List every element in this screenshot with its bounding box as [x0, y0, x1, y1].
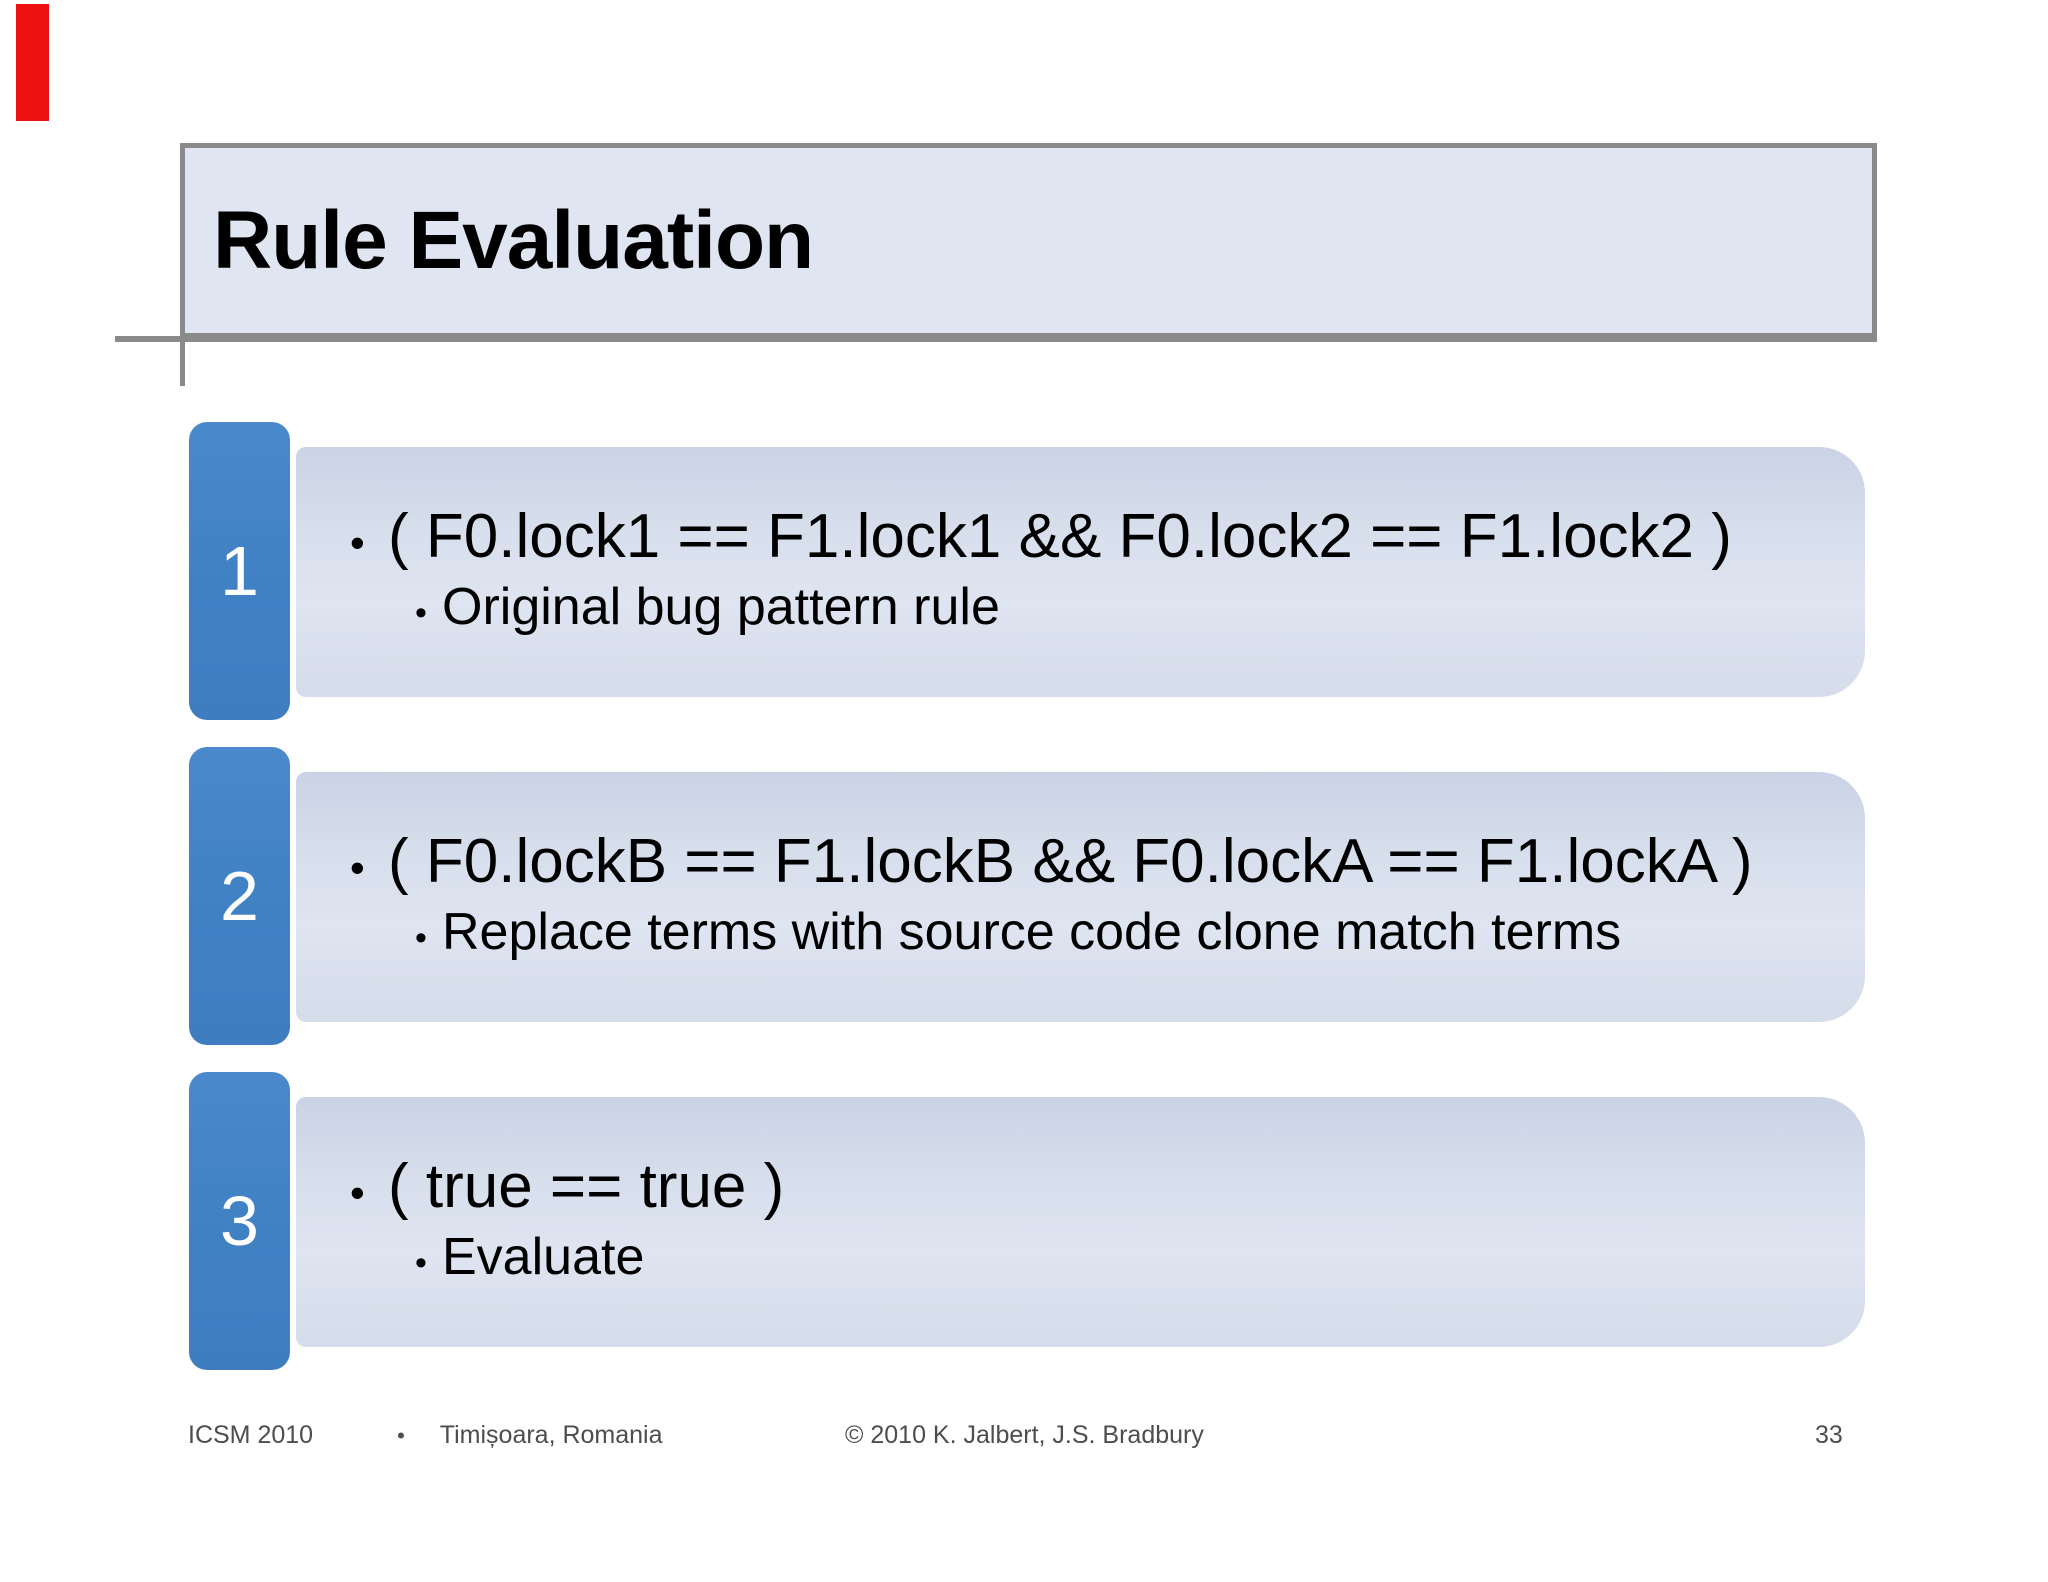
title-underline-tick: [180, 342, 185, 386]
step-content-box-1: • ( F0.lock1 == F1.lock1 && F0.lock2 == …: [296, 447, 1865, 697]
step-description-text: Evaluate: [442, 1228, 645, 1286]
step-content-box-3: • ( true == true ) • Evaluate: [296, 1097, 1865, 1347]
bullet-icon: •: [350, 1169, 365, 1216]
step-description-text: Replace terms with source code clone mat…: [442, 903, 1622, 961]
step-line1: • ( F0.lock1 == F1.lock1 && F0.lock2 == …: [296, 501, 1865, 571]
step-line2: • Evaluate: [296, 1227, 1865, 1286]
step-row-1: 1 • ( F0.lock1 == F1.lock1 && F0.lock2 =…: [0, 422, 2048, 722]
footer-separator-icon: •: [397, 1423, 405, 1448]
step-rule-text: ( F0.lockB == F1.lockB && F0.lockA == F1…: [388, 827, 1753, 896]
title-underline: [115, 336, 1877, 342]
step-row-2: 2 • ( F0.lockB == F1.lockB && F0.lockA =…: [0, 747, 2048, 1047]
bullet-icon: •: [415, 919, 427, 957]
step-rule-text: ( true == true ): [388, 1152, 785, 1221]
step-description-text: Original bug pattern rule: [442, 578, 1000, 636]
footer-conference: ICSM 2010: [188, 1421, 314, 1449]
slide-page-number: 33: [1815, 1421, 1843, 1449]
step-line2: • Replace terms with source code clone m…: [296, 902, 1865, 961]
step-number: 2: [220, 857, 259, 935]
red-marker-bar: [16, 4, 49, 121]
footer-copyright: © 2010 K. Jalbert, J.S. Bradbury: [845, 1421, 1204, 1449]
page-title: Rule Evaluation: [213, 194, 814, 286]
bullet-icon: •: [415, 1244, 427, 1282]
footer-left: ICSM 2010 • Timișoara, Romania: [188, 1421, 663, 1450]
step-number-tab-2: 2: [189, 747, 290, 1045]
step-content-box-2: • ( F0.lockB == F1.lockB && F0.lockA == …: [296, 772, 1865, 1022]
step-number-tab-1: 1: [189, 422, 290, 720]
footer-location: Timișoara, Romania: [439, 1421, 663, 1449]
step-number: 3: [220, 1182, 259, 1260]
step-rule-text: ( F0.lock1 == F1.lock1 && F0.lock2 == F1…: [388, 502, 1732, 571]
step-number-tab-3: 3: [189, 1072, 290, 1370]
bullet-icon: •: [415, 594, 427, 632]
bullet-icon: •: [350, 519, 365, 566]
bullet-icon: •: [350, 844, 365, 891]
step-line2: • Original bug pattern rule: [296, 577, 1865, 636]
title-box: Rule Evaluation: [180, 143, 1877, 338]
step-number: 1: [220, 532, 259, 610]
step-row-3: 3 • ( true == true ) • Evaluate: [0, 1072, 2048, 1372]
step-line1: • ( F0.lockB == F1.lockB && F0.lockA == …: [296, 826, 1865, 896]
step-line1: • ( true == true ): [296, 1151, 1865, 1221]
